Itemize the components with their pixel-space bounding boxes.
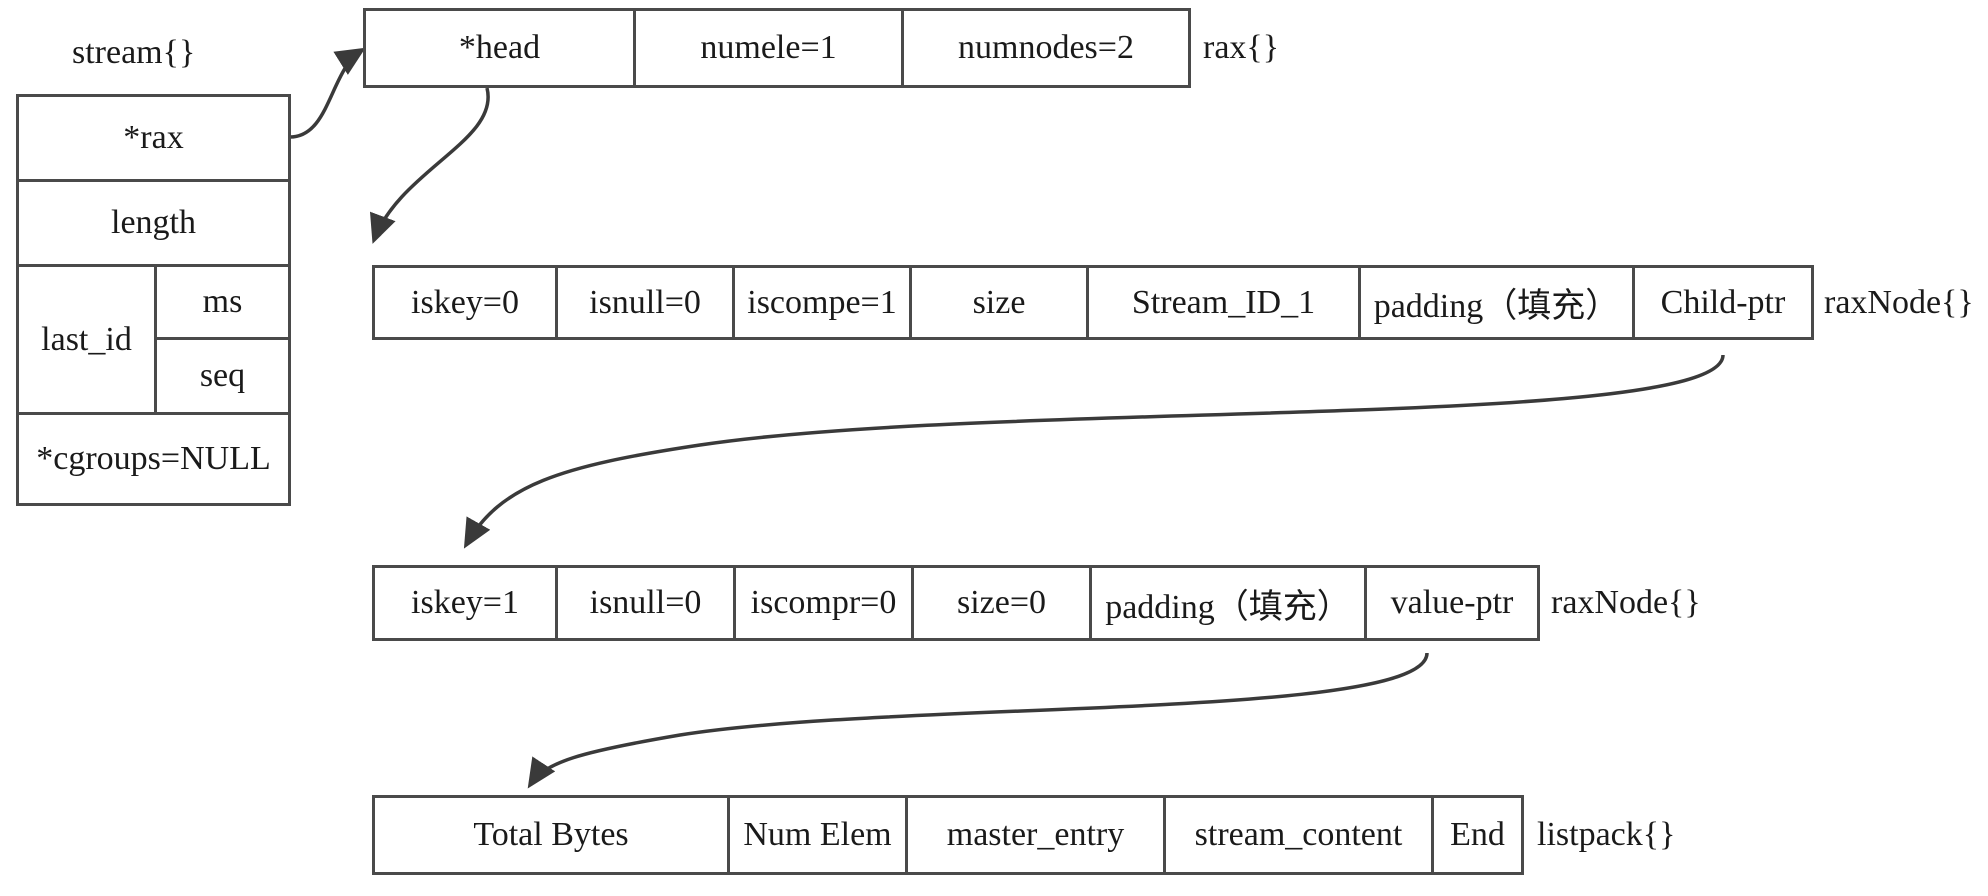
raxnode-1-caption: raxNode{} <box>1824 283 1974 321</box>
stream-struct-caption: stream{} <box>72 34 196 71</box>
raxnode-1-field-iskey: iskey=0 <box>375 268 558 337</box>
stream-field-last-id-subfields: ms seq <box>157 267 288 412</box>
rax-field-numnodes: numnodes=2 <box>904 11 1188 85</box>
rax-field-numele: numele=1 <box>636 11 904 85</box>
stream-field-length: length <box>19 182 288 267</box>
listpack-field-num-elem: Num Elem <box>730 798 908 872</box>
raxnode-2-field-value-ptr: value-ptr <box>1367 568 1537 638</box>
stream-field-ms: ms <box>157 267 288 340</box>
listpack-field-total-bytes: Total Bytes <box>375 798 730 872</box>
stream-field-cgroups: *cgroups=NULL <box>19 415 288 503</box>
stream-struct: *rax length last_id ms seq *cgroups=NULL <box>16 94 291 506</box>
raxnode-2-caption: raxNode{} <box>1551 584 1701 621</box>
child-pointer-arrow <box>463 354 1725 549</box>
raxnode-1-field-child-ptr: Child-ptr <box>1635 268 1811 337</box>
raxnode-2-field-iscompr: iscompr=0 <box>736 568 914 638</box>
raxnode-1-field-iscompe: iscompe=1 <box>735 268 912 337</box>
head-pointer-arrow <box>370 87 490 244</box>
raxnode-2-field-size: size=0 <box>914 568 1092 638</box>
rax-pointer-arrow <box>289 47 366 139</box>
raxnode-2-field-isnull: isnull=0 <box>558 568 736 638</box>
stream-field-rax: *rax <box>19 97 288 182</box>
stream-field-seq: seq <box>199 356 246 394</box>
listpack-field-stream-content: stream_content <box>1166 798 1434 872</box>
raxnode-2-field-padding: padding（填充） <box>1092 568 1367 638</box>
rax-struct-caption: rax{} <box>1203 29 1280 66</box>
listpack-caption: listpack{} <box>1537 816 1676 853</box>
raxnode-1-field-padding: padding（填充） <box>1361 268 1635 337</box>
value-pointer-arrow <box>527 652 1429 789</box>
rax-struct: *head numele=1 numnodes=2 <box>363 8 1191 88</box>
raxnode-1-field-stream-id: Stream_ID_1 <box>1089 268 1361 337</box>
listpack-struct: Total Bytes Num Elem master_entry stream… <box>372 795 1524 875</box>
listpack-field-master-entry: master_entry <box>908 798 1166 872</box>
raxnode-1-field-size: size <box>912 268 1089 337</box>
raxnode-1-field-isnull: isnull=0 <box>558 268 735 337</box>
raxnode-2-field-iskey: iskey=1 <box>375 568 558 638</box>
listpack-field-end: End <box>1434 798 1521 872</box>
stream-field-last-id: last_id <box>19 267 157 412</box>
raxnode-2-struct: iskey=1 isnull=0 iscompr=0 size=0 paddin… <box>372 565 1540 641</box>
rax-field-head: *head <box>366 11 636 85</box>
raxnode-1-struct: iskey=0 isnull=0 iscompe=1 size Stream_I… <box>372 265 1814 340</box>
stream-field-last-id-row: last_id ms seq <box>19 267 288 415</box>
